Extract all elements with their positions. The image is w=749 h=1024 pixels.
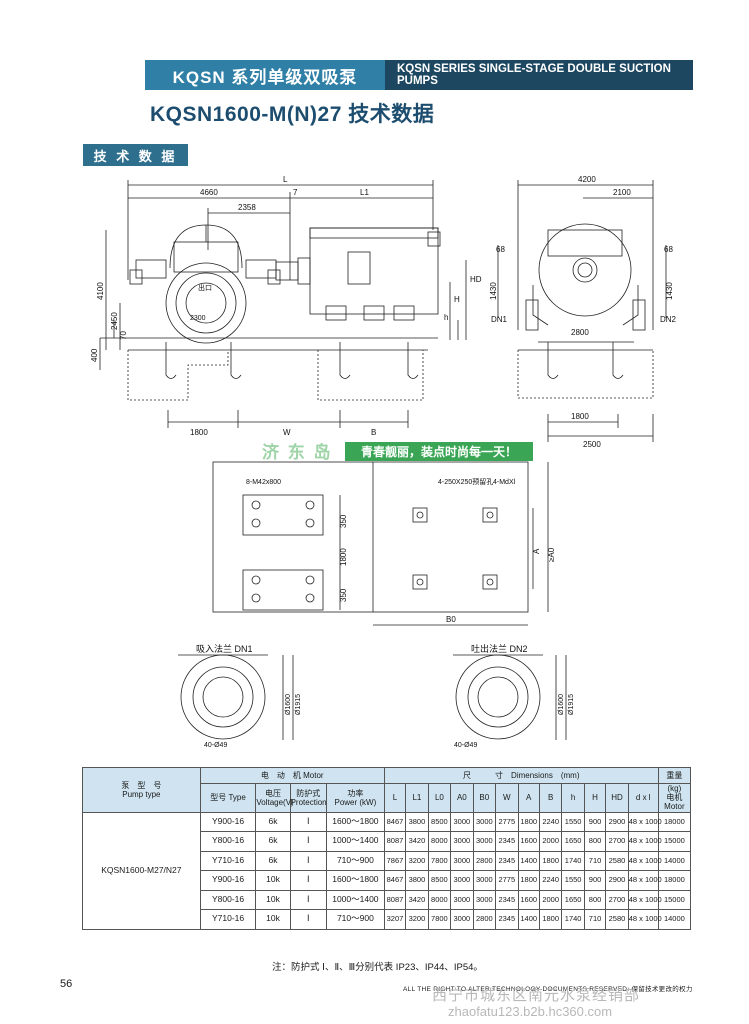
holes-suction: 40-Ø49 [204,742,227,749]
outlet-label: 出口 [198,283,212,292]
series-title-en: KQSN SERIES SINGLE-STAGE DOUBLE SUCTION … [385,60,693,90]
label-DN2: DN2 [660,315,677,324]
header-L1: L1 [405,783,429,813]
header-type: 型号 Type [199,783,257,813]
rights-notice: ALL THE RIGHT TO ALTER TECHNOLOGY DOCUME… [403,986,693,993]
header-W: W [495,783,519,813]
dim-1600-discharge: Ø1600 [558,694,565,715]
series-title-cn: KQSN 系列单级双吸泵 [145,60,385,90]
dim-h: h [444,313,448,322]
header-A: A [517,783,540,813]
dim-2100: 2100 [613,188,631,197]
dim-1600-suction: Ø1600 [285,694,292,715]
dim-1915-discharge: Ø1915 [568,694,575,715]
dim-68-left: 68 [496,245,505,254]
dim-W: W [283,428,291,437]
dim-L: L [283,175,288,184]
dim-side-1800: 1800 [571,412,589,421]
header-motor: 电 动 机 Motor [199,767,385,784]
header-L: L [383,783,407,813]
watermark-store: 西宁市城东区南元水泵经销部 [432,987,641,1004]
header-pump-type: 泵 型 号 Pump type [82,767,201,813]
dim-H: H [454,295,460,304]
dim-2800: 2800 [571,328,589,337]
suction-flange-label: 吸入法兰 DN1 [196,643,253,654]
label-DN1: DN1 [491,315,508,324]
dim-HD: HD [470,275,482,284]
label-bolts-left: 8-M42x800 [246,479,281,486]
dim-4100: 4100 [96,282,105,300]
label-holes: 4-250X250预留孔 [438,477,493,486]
dim-400: 400 [90,348,99,362]
dim-1430-right: 1430 [665,282,674,300]
watermark-banner: 青春靓丽，装点时尚每一天！ [345,442,533,461]
header-dxl: d x l [627,783,659,813]
dim-2500: 2500 [583,440,601,449]
dim-B0: B0 [446,615,456,624]
section-tab: 技 术 数 据 [83,144,188,166]
dim-2358: 2358 [238,203,256,212]
header-h: h [561,783,585,813]
dim-350-top: 350 [339,514,348,528]
header-bar: KQSN 系列单级双吸泵 KQSN SERIES SINGLE-STAGE DO… [145,60,693,90]
dim-1800: 1800 [190,428,208,437]
header-weight: 重量 [657,767,692,784]
dim-70: 70 [119,331,128,340]
dim-L1: L1 [360,188,369,197]
header-L0: L0 [427,783,452,813]
spec-table: 泵 型 号 Pump type 电 动 机 Motor 尺 寸 Dimensio… [82,767,692,930]
dim-350-bottom: 350 [339,588,348,602]
dim-4200: 4200 [578,175,596,184]
dim-7: 7 [293,188,298,197]
header-HD: HD [605,783,629,813]
technical-drawing: L 4660 7 L1 2358 出口 2300 HD H h 1800 W B… [90,175,677,749]
dim-1430-left: 1430 [489,282,498,300]
header-H: H [583,783,607,813]
pump-model-cell: KQSN1600-M27/N27 [82,811,201,930]
page-number: 56 [60,978,73,990]
dim-68-right: 68 [664,245,673,254]
dim-2300: 2300 [190,315,206,322]
header-dimensions: 尺 寸 Dimensions (mm) [383,767,659,784]
model-title: KQSN1600-M(N)27 技术数据 [150,103,435,126]
dim-A0: ≥A0 [547,547,556,562]
dim-foundation-1800: 1800 [339,548,348,566]
header-B0: B0 [472,783,497,813]
label-bolts-right: 4-MdXl [493,479,516,486]
dim-B: B [371,428,376,437]
watermark-url: zhaofatu123.b2b.hc360.com [448,1004,613,1019]
header-B: B [538,783,563,813]
dim-4660: 4660 [200,188,218,197]
discharge-flange-label: 吐出法兰 DN2 [471,643,528,654]
holes-discharge: 40-Ø49 [454,742,477,749]
watermark-brand: 济 东 岛 [262,443,333,462]
header-A0: A0 [450,783,474,813]
dim-2450: 2450 [110,312,119,330]
dim-A: A [532,548,541,554]
dim-1915-suction: Ø1915 [295,694,302,715]
protection-note: 注：防护式 Ⅰ、Ⅱ、Ⅲ分别代表 IP23、IP44、IP54。 [272,962,483,973]
